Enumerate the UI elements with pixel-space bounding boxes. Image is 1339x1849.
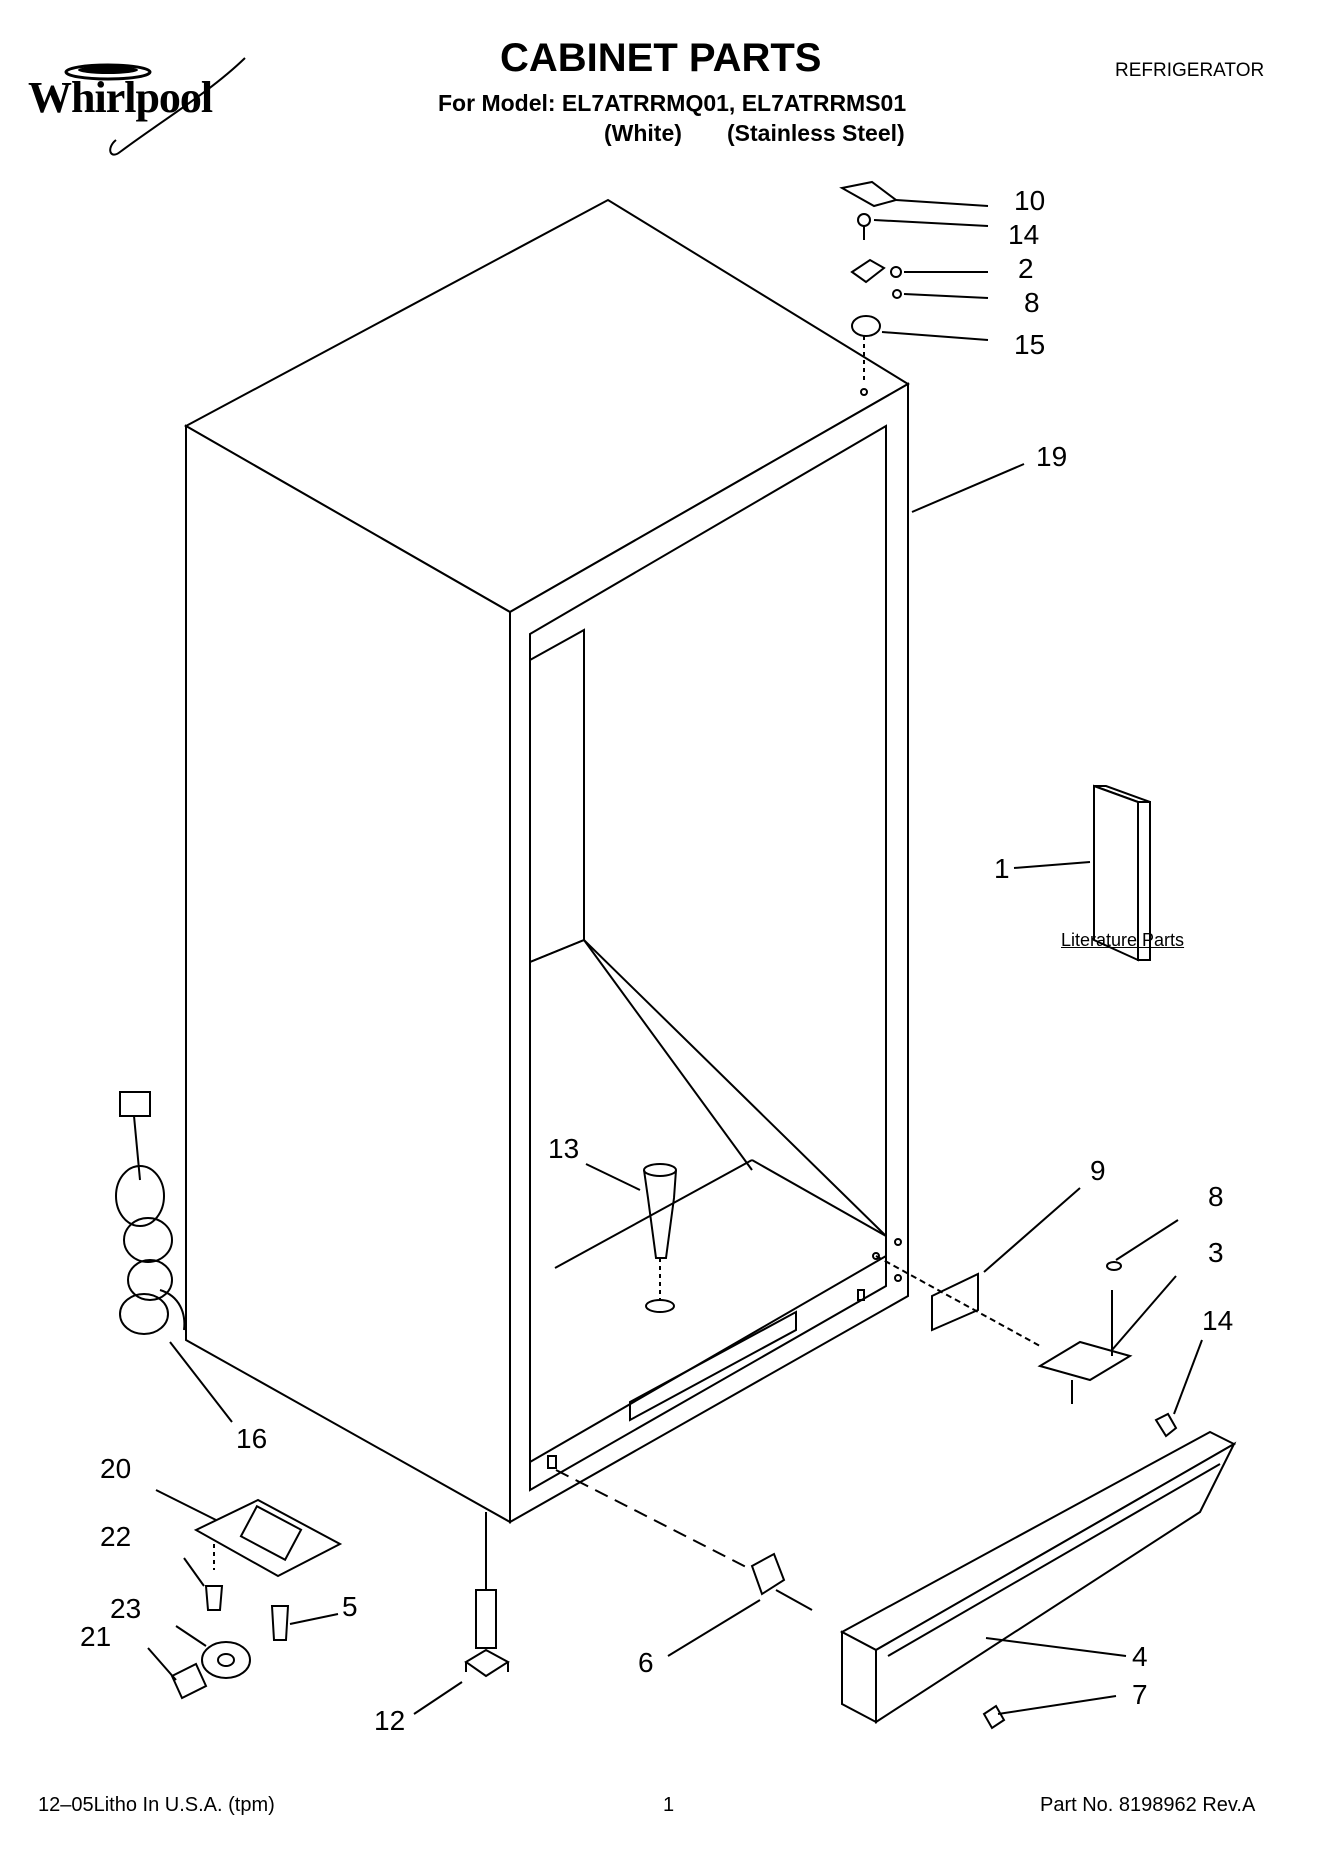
roller-assembly xyxy=(170,1498,343,1700)
grille-clip xyxy=(750,1552,786,1596)
bottom-hinge-assembly xyxy=(875,1255,1178,1438)
power-cord xyxy=(115,1091,186,1335)
variant-stainless: (Stainless Steel) xyxy=(727,120,905,146)
model-numbers: For Model: EL7ATRRMQ01, EL7ATRRMS01 xyxy=(438,90,907,116)
callout-1: 1 xyxy=(994,853,1010,884)
callout-leaders xyxy=(147,199,1203,1730)
callout-14-top: 14 xyxy=(1008,219,1039,250)
variant-white: (White) xyxy=(604,120,682,146)
callout-2: 2 xyxy=(1018,253,1034,284)
literature-parts-label: Literature Parts xyxy=(1061,930,1185,950)
callout-16: 16 xyxy=(236,1423,267,1454)
cabinet xyxy=(183,198,910,1524)
callout-8-top: 8 xyxy=(1024,287,1040,318)
callout-3: 3 xyxy=(1208,1237,1224,1268)
callout-8-bottom: 8 xyxy=(1208,1181,1224,1212)
page-title: CABINET PARTS xyxy=(500,36,822,80)
brand-logo-swirl xyxy=(64,57,246,156)
leveling-leg xyxy=(464,1512,510,1678)
toe-grille xyxy=(839,1430,1237,1724)
callout-19: 19 xyxy=(1036,441,1067,472)
callout-15: 15 xyxy=(1014,329,1045,360)
literature-book xyxy=(1093,784,1151,962)
callout-9: 9 xyxy=(1090,1155,1106,1186)
callout-22: 22 xyxy=(100,1521,131,1552)
callout-12: 12 xyxy=(374,1705,405,1736)
callout-10: 10 xyxy=(1014,185,1045,216)
callout-21: 21 xyxy=(80,1621,111,1652)
footer-litho: 12–05Litho In U.S.A. (tpm) xyxy=(38,1794,275,1816)
callout-4: 4 xyxy=(1132,1641,1148,1672)
product-category: REFRIGERATOR xyxy=(1115,60,1265,81)
callout-23: 23 xyxy=(110,1593,141,1624)
callout-14-bottom: 14 xyxy=(1202,1305,1233,1336)
part-number: Part No. 8198962 Rev.A xyxy=(1040,1794,1256,1816)
top-hinge-assembly xyxy=(839,180,902,380)
callout-13: 13 xyxy=(548,1133,579,1164)
callout-5: 5 xyxy=(342,1591,358,1622)
callout-7: 7 xyxy=(1132,1679,1148,1710)
callout-6: 6 xyxy=(638,1647,654,1678)
callout-20: 20 xyxy=(100,1453,131,1484)
page-number: 1 xyxy=(663,1794,675,1816)
brand-logo: Whirlpool xyxy=(28,73,213,122)
drain-tube xyxy=(643,1163,677,1313)
